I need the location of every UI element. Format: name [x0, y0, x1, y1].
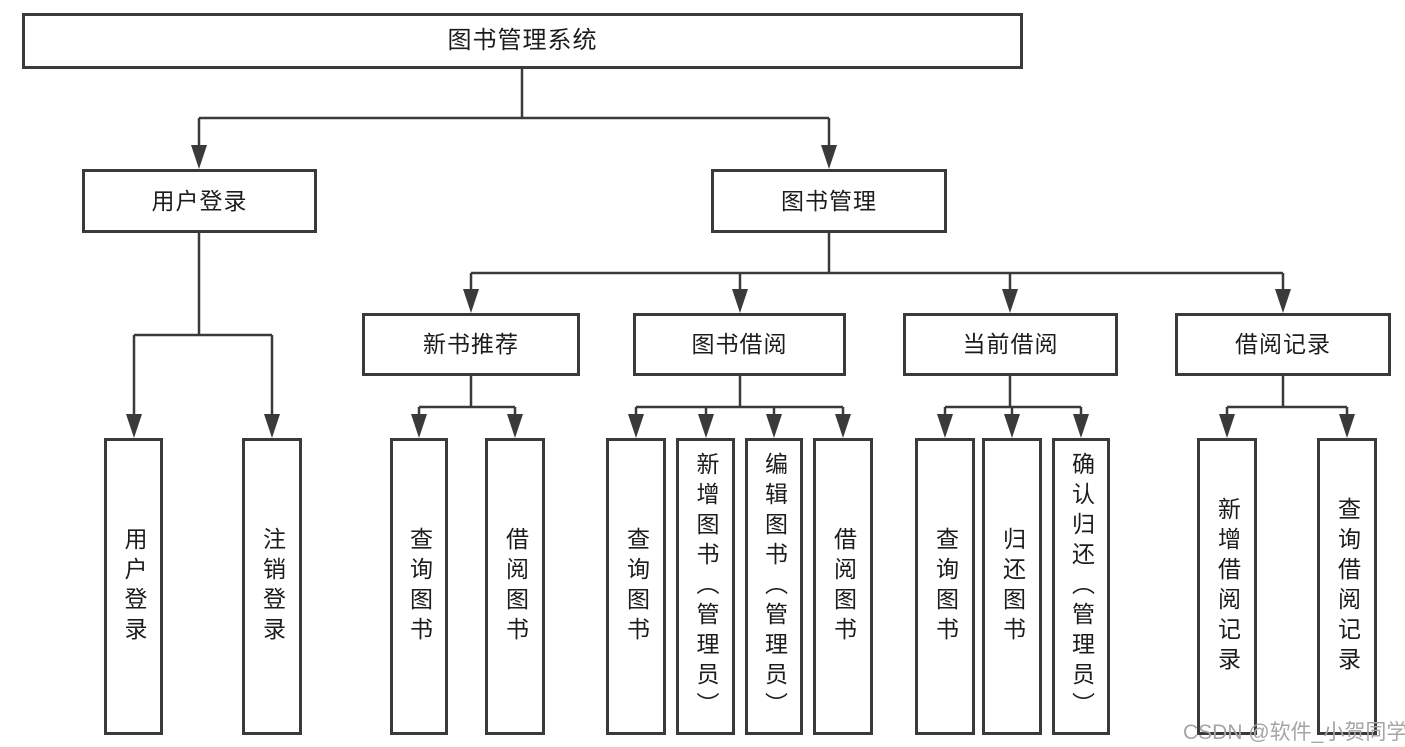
- node-root: 图书管理系统: [22, 13, 1023, 69]
- node-new-book-recommend: 新书推荐: [362, 313, 580, 376]
- leaf-borrow-edit-books-admin: 编辑图书（管理员）: [745, 438, 803, 735]
- arrowheads: [126, 145, 1355, 438]
- leaf-newrec-borrow-books: 借阅图书: [485, 438, 545, 735]
- node-book-management: 图书管理: [711, 169, 947, 233]
- csdn-watermark: CSDN @软件_小贺同学: [1183, 721, 1405, 744]
- leaf-borrow-query-books: 查询图书: [606, 438, 666, 735]
- leaf-current-return-books: 归还图书: [982, 438, 1042, 735]
- leaf-current-query-books: 查询图书: [915, 438, 975, 735]
- leaf-borrow-add-books-admin: 新增图书（管理员）: [676, 438, 735, 735]
- node-current-borrow: 当前借阅: [903, 313, 1118, 376]
- leaf-current-confirm-return-admin: 确认归还（管理员）: [1052, 438, 1110, 735]
- node-book-borrow: 图书借阅: [633, 313, 846, 376]
- leaf-borrow-borrow-books: 借阅图书: [813, 438, 873, 735]
- leaf-logout: 注销登录: [242, 438, 302, 735]
- node-user-login: 用户登录: [82, 169, 317, 233]
- leaf-records-query-record: 查询借阅记录: [1317, 438, 1377, 735]
- leaf-newrec-query-books: 查询图书: [390, 438, 448, 735]
- node-borrow-records: 借阅记录: [1175, 313, 1391, 376]
- leaf-records-add-record: 新增借阅记录: [1197, 438, 1257, 735]
- leaf-user-login: 用户登录: [104, 438, 163, 735]
